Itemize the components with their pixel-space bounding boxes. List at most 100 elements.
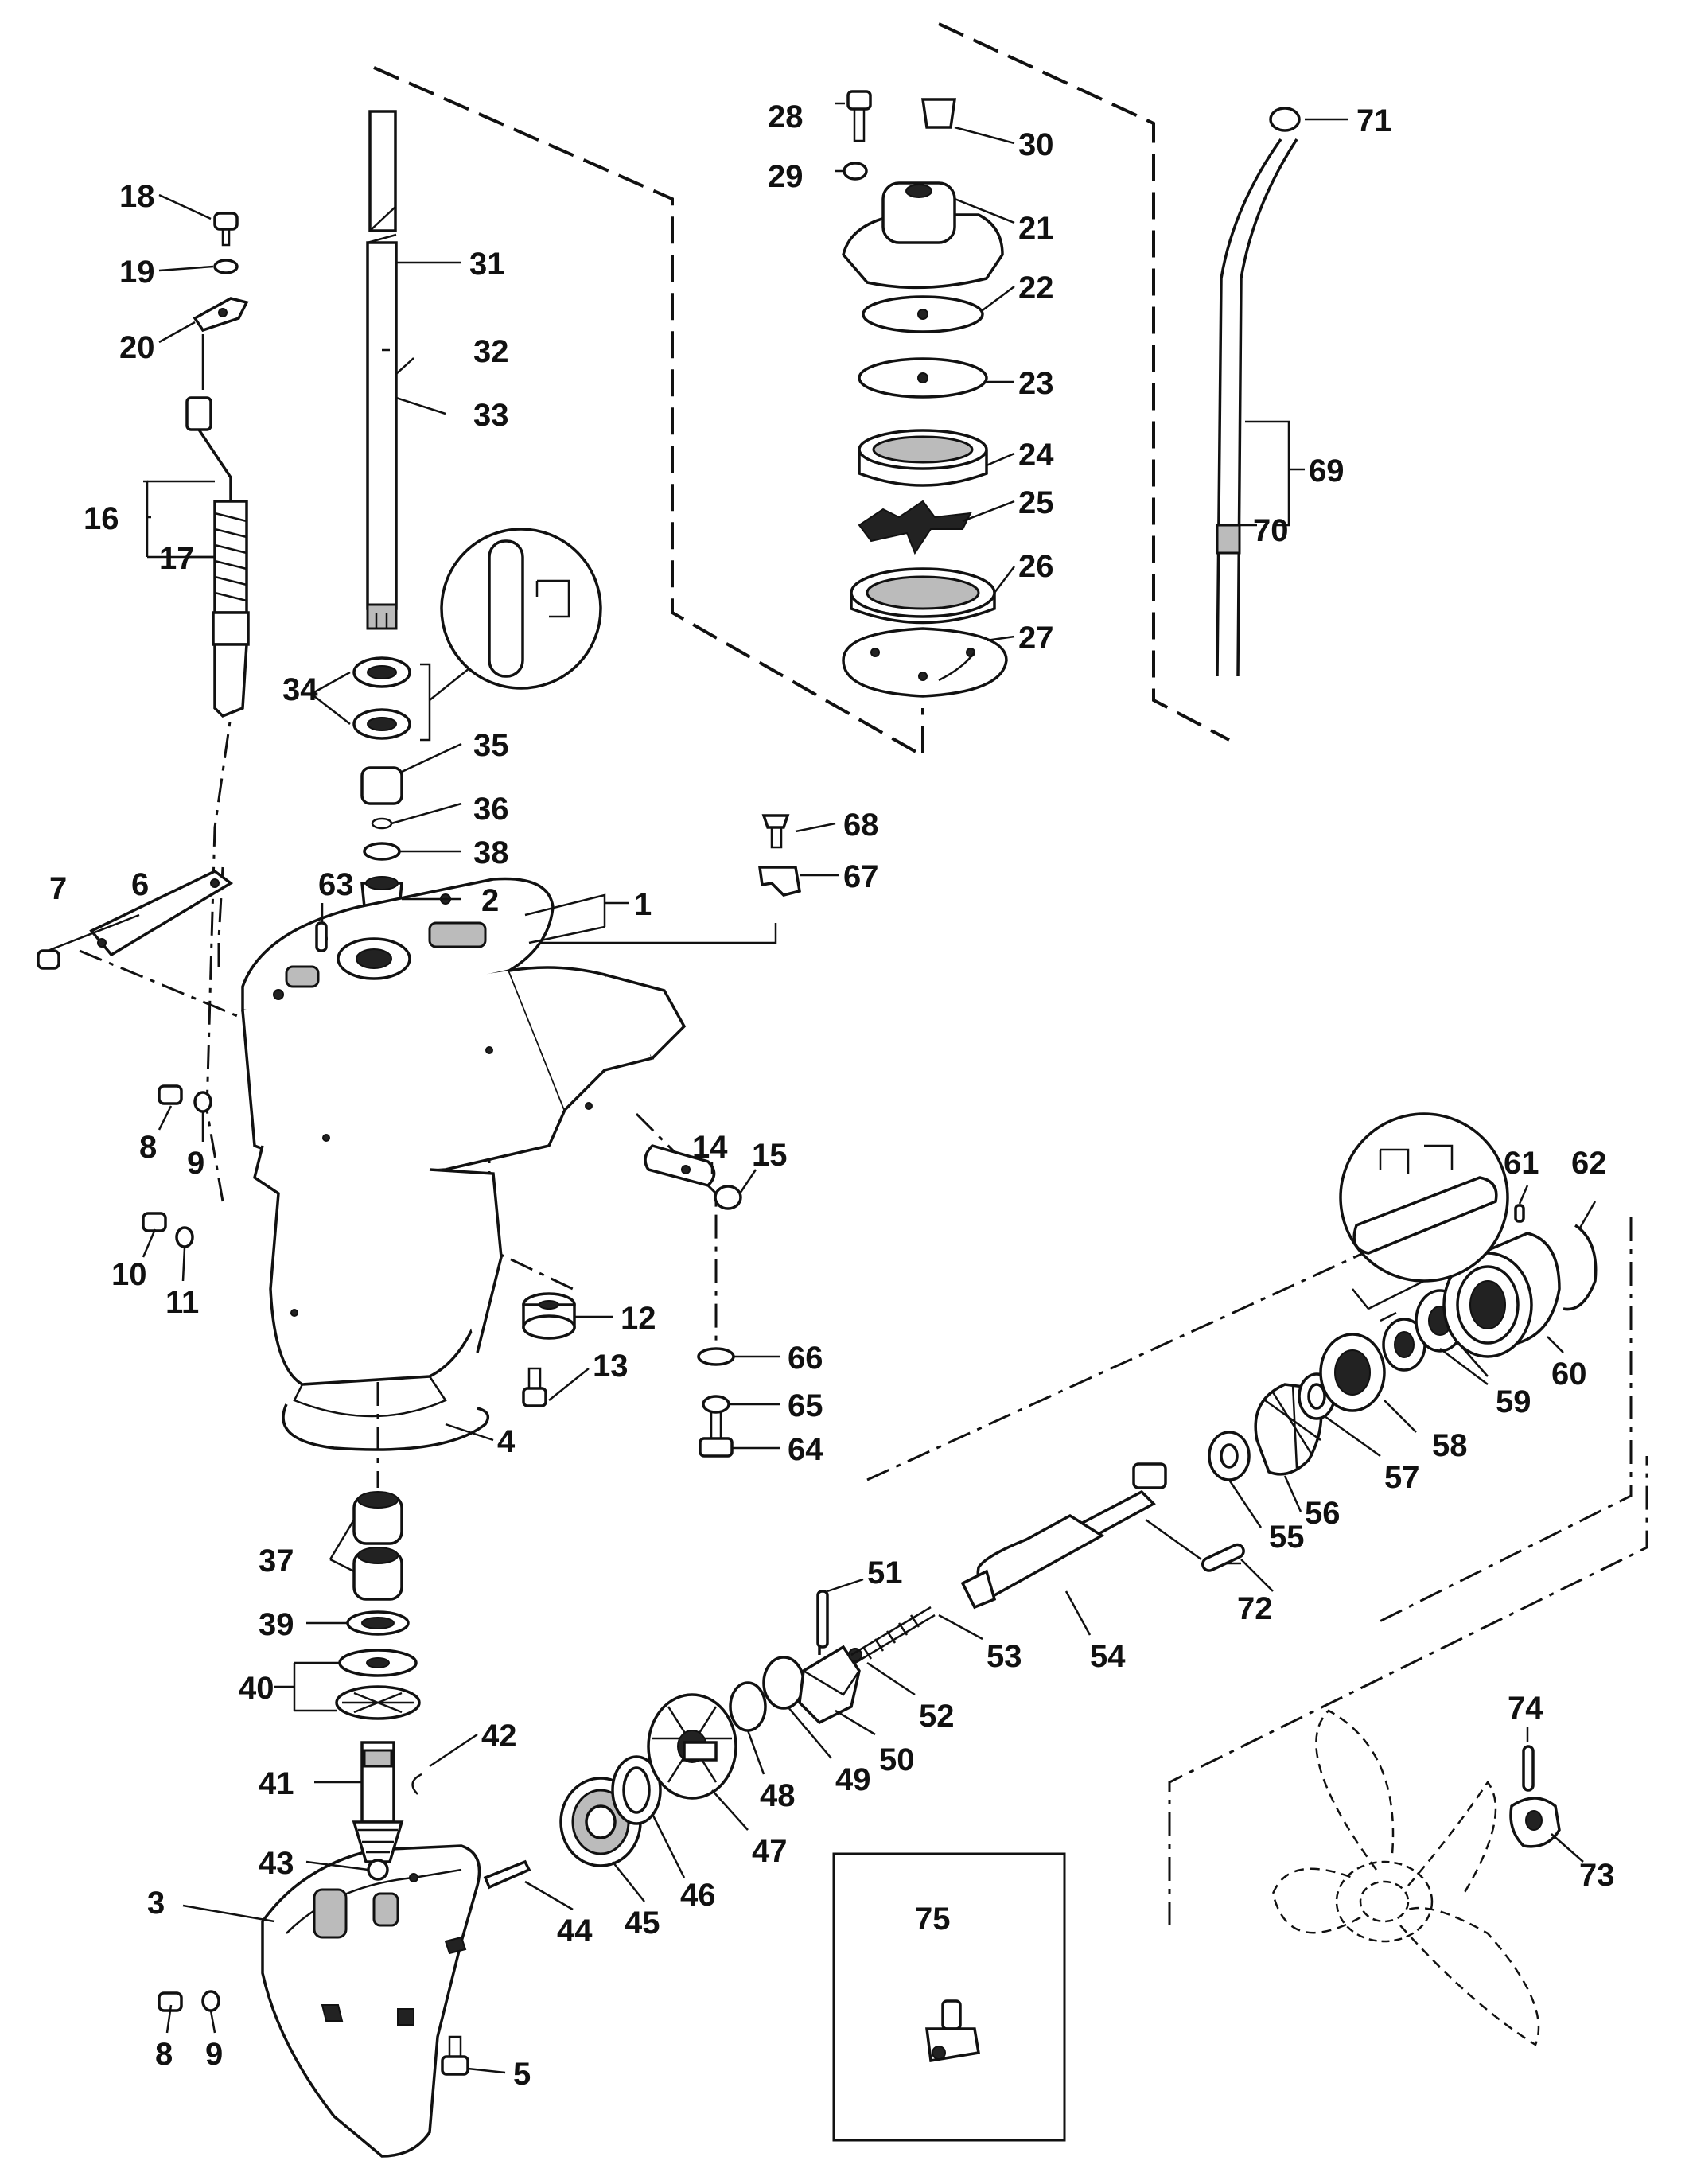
callout-35: 35 [473, 728, 509, 763]
callout-54: 54 [1090, 1639, 1126, 1674]
callout-58: 58 [1432, 1428, 1468, 1463]
callout-37: 37 [259, 1544, 294, 1579]
callout-22: 22 [1018, 271, 1054, 306]
callout-6: 6 [131, 867, 149, 902]
callout-9b: 9 [205, 2037, 223, 2072]
callout-36: 36 [473, 792, 509, 827]
callout-43: 43 [259, 1846, 294, 1881]
water-tube [1216, 107, 1301, 677]
callout-47: 47 [752, 1834, 788, 1869]
pinion-gear-stack [335, 1491, 422, 1881]
detail-circle-upper [420, 528, 602, 742]
grommet-and-screw [522, 1292, 576, 1407]
callout-68: 68 [843, 808, 879, 843]
callout-71: 71 [1356, 103, 1392, 138]
housing-screws-left [142, 1084, 212, 1248]
callout-72: 72 [1237, 1591, 1273, 1626]
callout-49: 49 [835, 1762, 871, 1797]
callout-23: 23 [1018, 366, 1054, 401]
callout-8a: 8 [139, 1130, 157, 1165]
callout-57: 57 [1384, 1460, 1420, 1495]
callout-28: 28 [768, 99, 804, 134]
callout-56: 56 [1305, 1496, 1341, 1531]
inset-box [832, 1852, 1066, 2142]
callout-3: 3 [147, 1886, 165, 1921]
callout-64: 64 [788, 1432, 823, 1467]
dowel-pin [315, 921, 328, 952]
callout-45: 45 [625, 1906, 660, 1941]
callout-19: 19 [119, 255, 155, 290]
callout-55: 55 [1269, 1520, 1305, 1555]
callout-20: 20 [119, 330, 155, 365]
detail-circle-lower [1339, 1112, 1509, 1310]
callout-42: 42 [481, 1719, 517, 1754]
shift-coupler-parts [193, 212, 249, 390]
callout-60: 60 [1551, 1357, 1587, 1392]
callout-21: 21 [1018, 211, 1054, 246]
callout-34: 34 [282, 672, 318, 707]
shift-rod [185, 396, 250, 718]
callout-69: 69 [1309, 454, 1345, 489]
callout-8b: 8 [155, 2037, 173, 2072]
driveshaft-housing [241, 877, 687, 1418]
callout-31: 31 [469, 247, 505, 282]
cover-plate [37, 869, 234, 970]
upper-bearings [352, 656, 411, 925]
callout-75: 75 [915, 1902, 951, 1937]
callout-29: 29 [768, 159, 804, 194]
callout-7: 7 [49, 871, 67, 906]
clip-and-screw [757, 814, 801, 897]
callout-41: 41 [259, 1766, 294, 1801]
callout-48: 48 [760, 1778, 796, 1813]
callout-14: 14 [692, 1130, 728, 1165]
callout-59: 59 [1496, 1384, 1531, 1419]
gear-housing-screws [158, 1990, 469, 2076]
callout-30: 30 [1018, 127, 1054, 162]
callout-61: 61 [1504, 1146, 1539, 1181]
callout-9a: 9 [187, 1146, 204, 1181]
callout-39: 39 [259, 1607, 294, 1642]
callout-17: 17 [159, 541, 195, 576]
callout-51: 51 [867, 1555, 903, 1590]
callout-12: 12 [621, 1301, 656, 1336]
propeller-shaft-assembly [483, 1204, 1598, 1890]
callout-65: 65 [788, 1388, 823, 1423]
callout-73: 73 [1579, 1858, 1615, 1893]
callout-4: 4 [497, 1424, 516, 1459]
gear-housing [261, 1844, 481, 2158]
bolt-and-washers [697, 1347, 735, 1458]
callout-11: 11 [165, 1285, 199, 1320]
callout-38: 38 [473, 835, 509, 870]
callout-50: 50 [879, 1742, 915, 1777]
callout-62: 62 [1571, 1146, 1607, 1181]
callout-15: 15 [752, 1138, 788, 1173]
callout-33: 33 [473, 398, 509, 433]
callout-1: 1 [634, 887, 652, 922]
callout-2: 2 [481, 883, 499, 918]
callout-44: 44 [557, 1913, 593, 1948]
callout-10: 10 [111, 1257, 147, 1292]
water-pump [842, 90, 1008, 698]
callout-74: 74 [1508, 1691, 1543, 1726]
callout-labels: 1 2 3 4 5 6 7 8 8 9 9 10 11 12 13 14 15 … [49, 99, 1615, 2092]
callout-63: 63 [318, 867, 354, 902]
callout-18: 18 [119, 179, 155, 214]
callout-70: 70 [1253, 513, 1289, 548]
callout-46: 46 [680, 1878, 716, 1913]
callout-67: 67 [843, 859, 879, 894]
callout-52: 52 [919, 1699, 955, 1734]
callout-25: 25 [1018, 485, 1054, 520]
propeller [1271, 1709, 1561, 2046]
callout-16: 16 [84, 501, 119, 536]
callout-32: 32 [473, 334, 509, 369]
leader-lines [47, 102, 1597, 2074]
callout-27: 27 [1018, 621, 1054, 656]
callout-26: 26 [1018, 549, 1054, 584]
callout-13: 13 [593, 1349, 629, 1384]
o-ring [282, 1403, 490, 1451]
callout-40: 40 [239, 1671, 274, 1706]
callout-66: 66 [788, 1341, 823, 1376]
callout-24: 24 [1018, 438, 1054, 473]
callout-5: 5 [513, 2057, 531, 2092]
